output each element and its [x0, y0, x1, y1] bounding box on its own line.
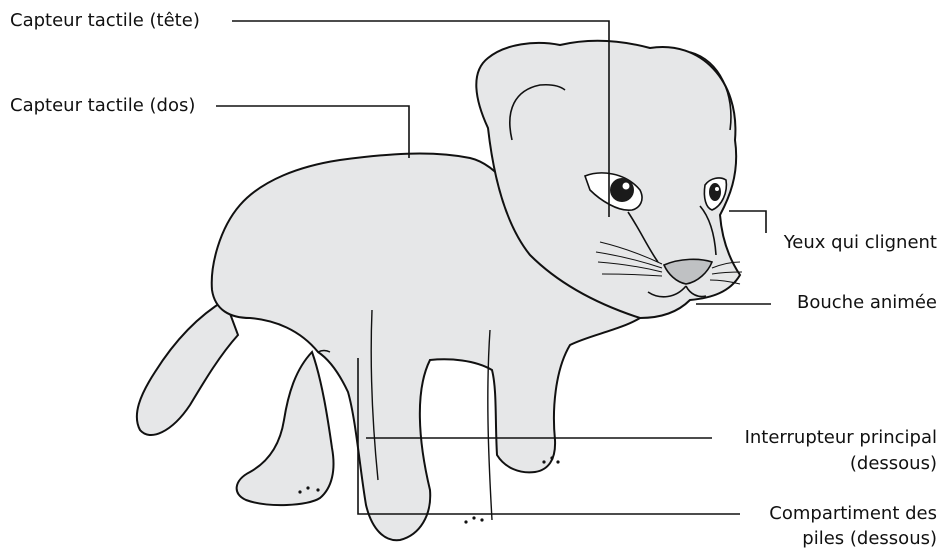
- label-main-switch-line2: (dessous): [850, 453, 937, 475]
- left-eye-highlight: [623, 183, 630, 190]
- right-eye: [709, 183, 721, 201]
- label-animated-mouth: Bouche animée: [797, 292, 937, 314]
- right-eye-highlight: [715, 187, 719, 191]
- left-eye: [610, 178, 634, 202]
- leader-blinking-eyes: [729, 211, 766, 233]
- label-battery-line2: piles (dessous): [802, 528, 937, 550]
- label-main-switch-line1: Interrupteur principal: [745, 427, 937, 449]
- label-touch-head: Capteur tactile (tête): [10, 10, 200, 32]
- tail: [137, 300, 238, 435]
- label-touch-back: Capteur tactile (dos): [10, 95, 195, 117]
- label-battery-line1: Compartiment des: [769, 503, 937, 525]
- back-far-leg: [237, 352, 334, 505]
- label-blinking-eyes: Yeux qui clignent: [784, 232, 937, 254]
- leader-touch-back: [216, 106, 409, 158]
